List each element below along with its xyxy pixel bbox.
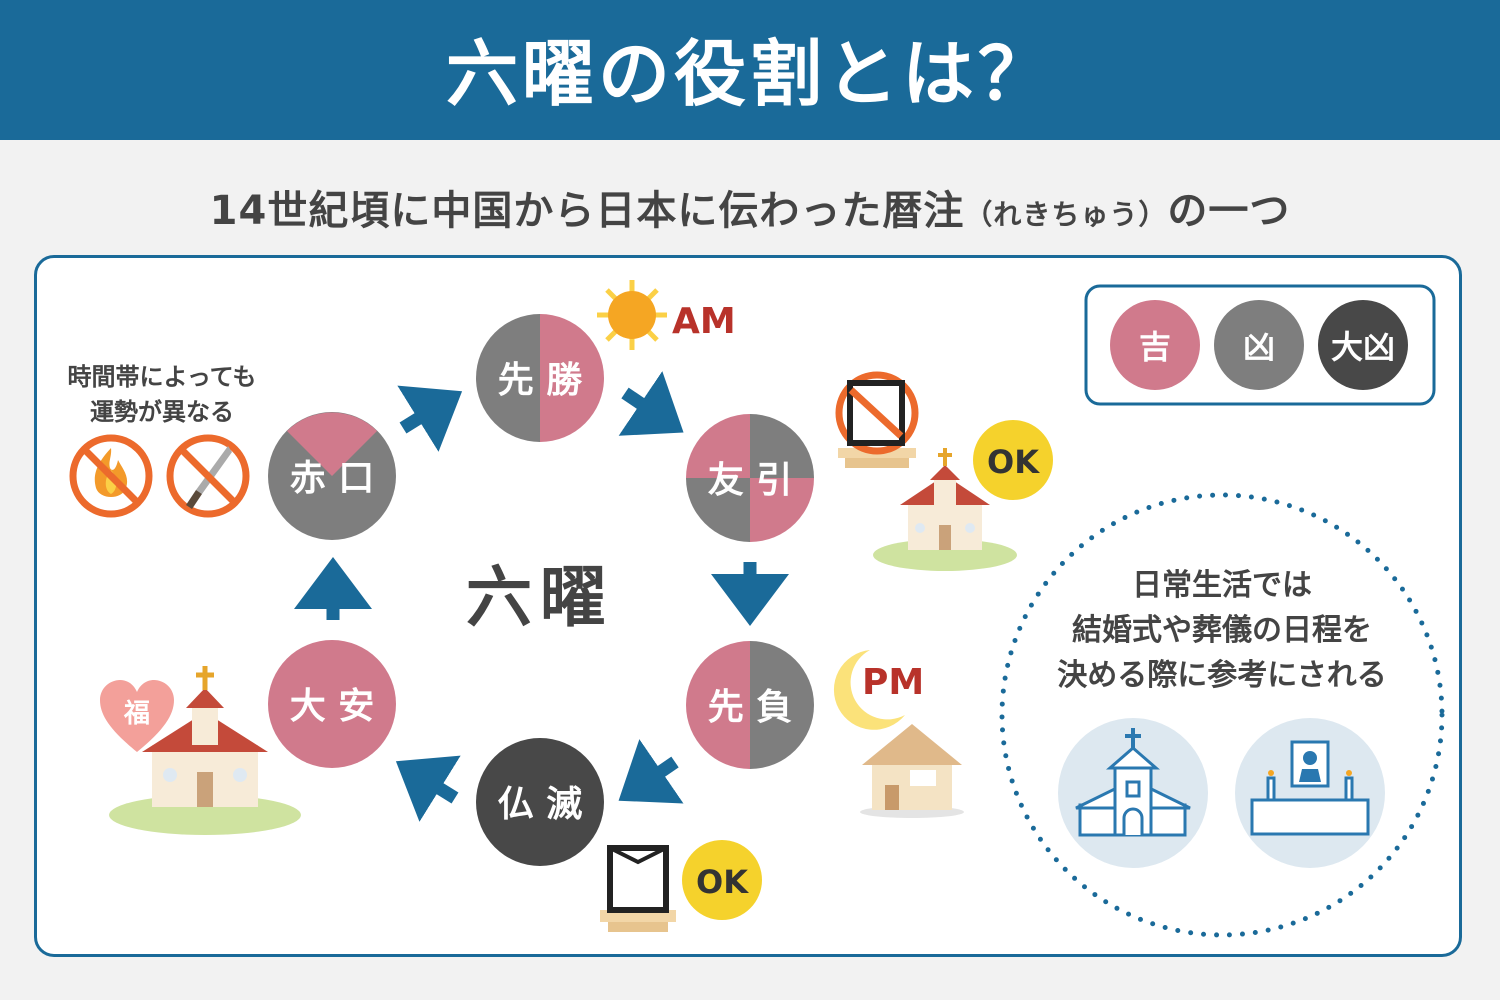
church-outline-icon [1058, 718, 1208, 868]
tomobiki-label: 友 引 [708, 460, 793, 501]
am-label: AM [672, 301, 736, 342]
header-bar [0, 0, 1500, 140]
legend-kichi-label: 吉 [1139, 328, 1171, 366]
funeral-portrait-icon [600, 845, 676, 932]
fuku-label: 福 [123, 699, 150, 729]
sun-icon [597, 280, 667, 350]
cycle-arrows [294, 371, 789, 822]
heart-icon: 福 [100, 680, 174, 752]
usage-line1: 日常生活では [1132, 568, 1312, 603]
sensho-label: 先 勝 [498, 360, 584, 401]
page-title: 六曜の役割とは？ [445, 32, 1054, 116]
house-icon [860, 724, 964, 818]
butsumetsu-label: 仏 滅 [498, 784, 583, 825]
taian-label: 大 安 [290, 686, 375, 727]
ok-badge-1: OK [973, 420, 1053, 500]
rokuyo-sensho: 先 勝 [476, 314, 604, 442]
no-knife-icon [166, 434, 250, 518]
rokuyo-butsumetsu: 仏 滅 [476, 738, 604, 866]
rokuyo-tomobiki: 友 引 [686, 414, 814, 542]
senbu-label: 先 負 [708, 687, 793, 728]
altar-outline-icon [1235, 718, 1385, 868]
legend-daikyo-swatch [1318, 300, 1408, 390]
subtitle-main: 14世紀頃に中国から日本に伝わった暦注 [209, 188, 965, 234]
rokuyo-senbu: 先 負 [686, 641, 814, 769]
subtitle: 14世紀頃に中国から日本に伝わった暦注（れきちゅう）の一つ [0, 178, 1500, 236]
subtitle-reading: （れきちゅう） [964, 198, 1168, 231]
pm-label: PM [862, 662, 924, 703]
no-fire-icon [69, 434, 153, 518]
legend: 吉 凶 大凶 [1084, 284, 1436, 406]
legend-kichi-swatch [1110, 300, 1200, 390]
arrow-butsumetsu-to-taian [395, 755, 461, 822]
shakko-note-line2: 運勢が異なる [90, 398, 234, 426]
church-icon-taian [109, 666, 301, 835]
ok-label-1: OK [987, 443, 1040, 481]
shakko-note-line1: 時間帯によっても [68, 363, 257, 391]
arrow-shakko-to-sensho [397, 385, 463, 452]
usage-line3: 決める際に参考にされる [1057, 658, 1386, 693]
ok-badge-2: OK [682, 840, 762, 920]
legend-kyo-label: 凶 [1243, 328, 1275, 366]
arrow-sensho-to-tomobiki [618, 371, 684, 436]
funeral-portrait-crossed-icon [835, 371, 919, 468]
church-icon [873, 448, 1017, 571]
legend-kyo-swatch [1214, 300, 1304, 390]
subtitle-tail: の一つ [1167, 188, 1291, 234]
legend-daikyo-label: 大凶 [1331, 328, 1395, 366]
shakko-label: 赤 口 [290, 458, 375, 499]
arrow-senbu-to-butsumetsu [618, 739, 684, 804]
center-label: 六曜 [466, 559, 614, 636]
rokuyo-taian: 大 安 [268, 640, 396, 768]
moon-icon [833, 650, 905, 730]
usage-line2: 結婚式や葬儀の日程を [1072, 613, 1372, 648]
rokuyo-shakko: 赤 口 [268, 412, 396, 540]
usage-callout: 日常生活では 結婚式や葬儀の日程を 決める際に参考にされる [999, 492, 1445, 938]
ok-label-2: OK [696, 863, 749, 901]
